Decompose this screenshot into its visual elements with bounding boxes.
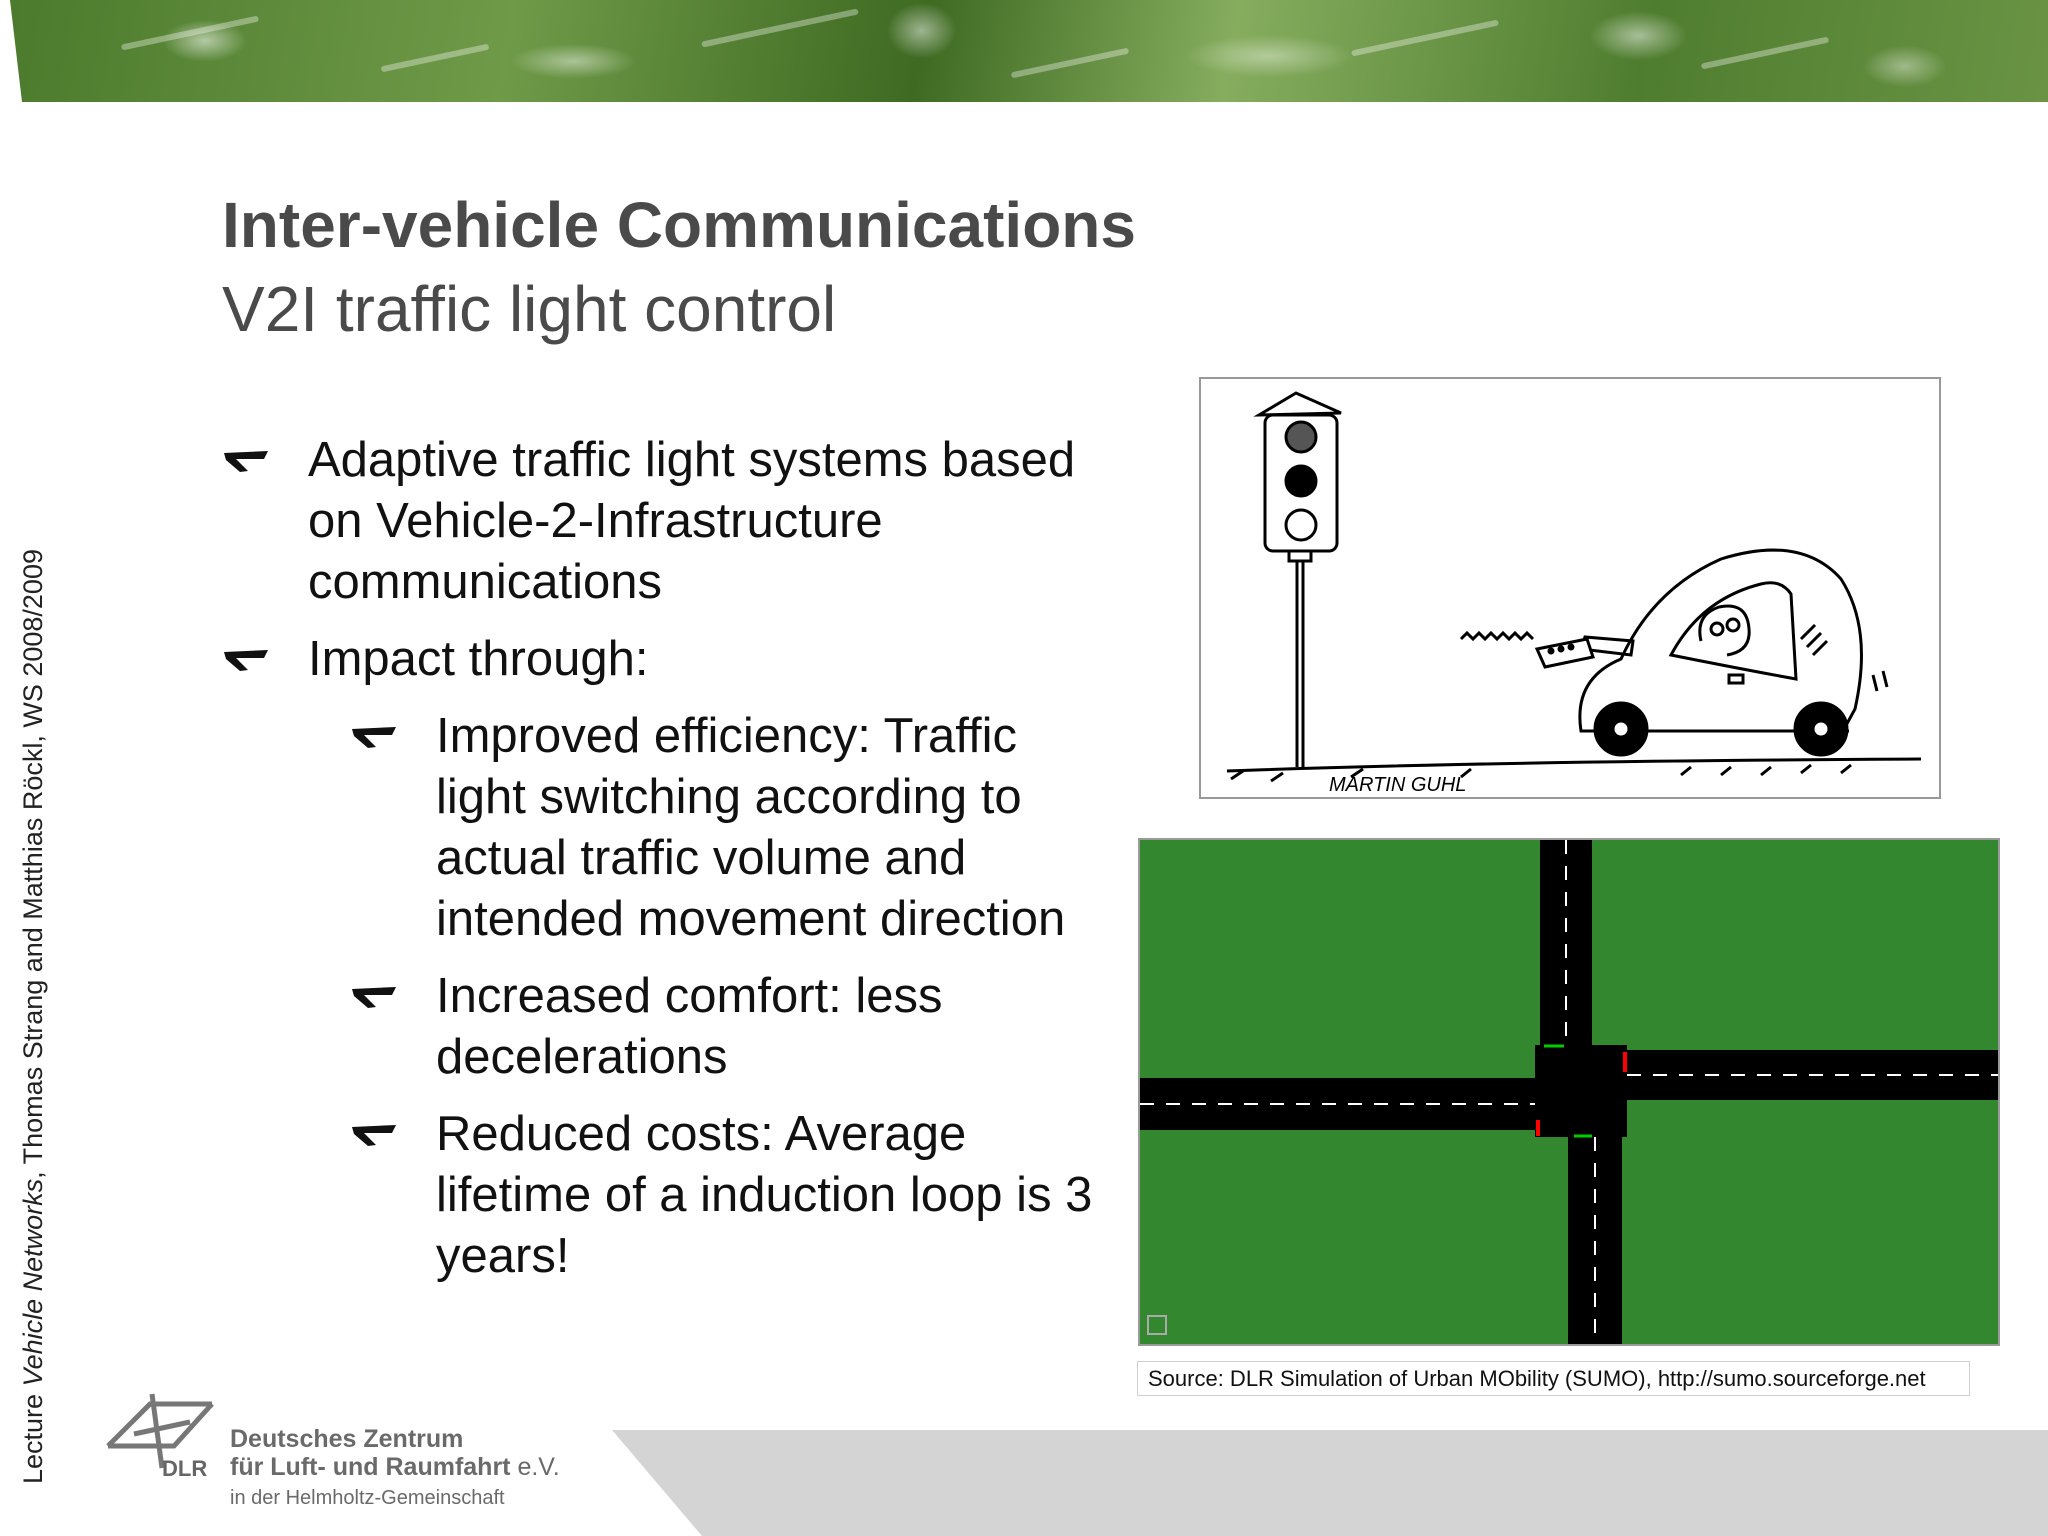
bullet-text: Adaptive traffic light systems based on … [308, 433, 1076, 609]
sidebar-course: Vehicle Networks [18, 1178, 48, 1387]
arrow-bullet-icon [224, 451, 268, 472]
arrow-bullet-icon [352, 727, 396, 748]
cartoon-signature: MARTIN GUHL [1329, 774, 1466, 796]
org-name-line2: für Luft- und Raumfahrt e.V. [230, 1453, 560, 1481]
bullet-item: Adaptive traffic light systems based on … [222, 430, 1102, 613]
intersection-map [1140, 840, 1998, 1344]
bullet-text: Reduced costs: Average lifetime of a ind… [436, 1107, 1093, 1283]
sidebar-prefix: Lecture [18, 1386, 48, 1484]
bullet-text: Increased comfort: less decelerations [436, 969, 943, 1084]
bullet-item: Impact through: [222, 629, 1102, 690]
bullet-list: Adaptive traffic light systems based on … [222, 430, 1102, 1303]
sub-bullet-item: Increased comfort: less decelerations [350, 966, 1102, 1088]
org-name-line1: Deutsches Zentrum [230, 1425, 464, 1453]
bullet-text: Improved efficiency: Traffic light switc… [436, 709, 1066, 946]
arrow-bullet-icon [224, 650, 268, 671]
footer-bar [612, 1430, 2048, 1536]
traffic-light-cartoon: MARTIN GUHL [1226, 391, 1922, 796]
arrow-bullet-icon [352, 1125, 396, 1146]
slide-title: Inter-vehicle Communications [222, 189, 1136, 261]
sidebar-suffix: , Thomas Strang and Matthias Röckl, WS 2… [18, 549, 48, 1179]
sub-bullet-item: Improved efficiency: Traffic light switc… [350, 706, 1102, 950]
lecture-sidebar: Lecture Vehicle Networks, Thomas Strang … [16, 494, 50, 1484]
dlr-abbreviation: DLR [162, 1456, 208, 1481]
figure-source-caption: Source: DLR Simulation of Urban MObility… [1137, 1361, 1970, 1396]
bullet-text: Impact through: [308, 632, 649, 686]
sumo-simulation-figure [1138, 838, 2000, 1346]
slide-subtitle: V2I traffic light control [222, 273, 837, 345]
org-name-line3: in der Helmholtz-Gemeinschaft [230, 1487, 505, 1509]
header-banner [10, 0, 2048, 102]
sub-bullet-item: Reduced costs: Average lifetime of a ind… [350, 1104, 1102, 1287]
cartoon-figure: MARTIN GUHL [1199, 377, 1941, 799]
arrow-bullet-icon [352, 987, 396, 1008]
dlr-logo-icon [106, 1393, 214, 1469]
